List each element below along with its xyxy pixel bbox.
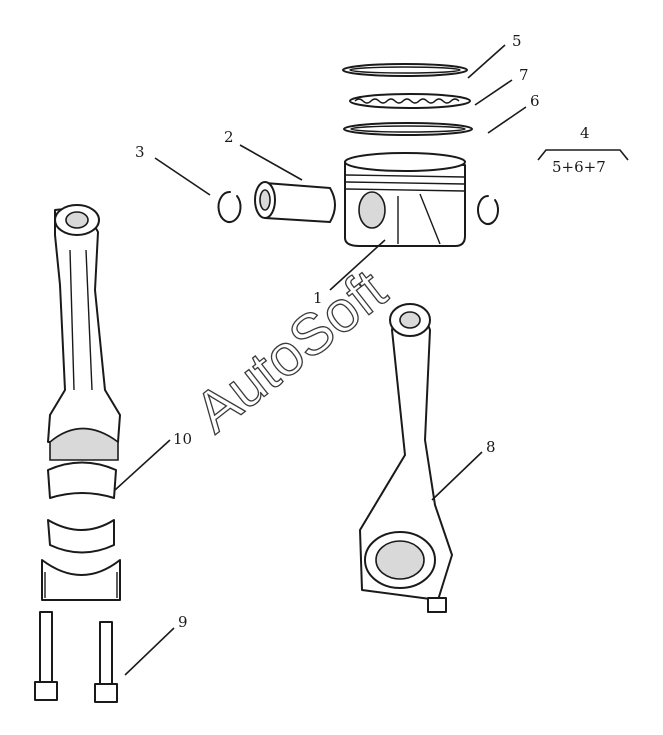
callout-6: 6 [530, 92, 540, 110]
leader-9 [124, 627, 175, 676]
callout-7: 7 [519, 66, 529, 84]
leader-2 [239, 144, 303, 181]
callout-5: 5 [512, 32, 522, 50]
bearing-shell-lower [47, 519, 115, 554]
connecting-rod-assembled [359, 303, 453, 613]
leader-7 [474, 79, 513, 106]
callout-3: 3 [135, 143, 145, 161]
leader-6 [487, 106, 527, 134]
leader-1 [329, 239, 386, 291]
piston [344, 152, 466, 247]
watermark-text: AutoSoft [183, 257, 398, 445]
circlip-right [477, 195, 499, 225]
callout-4-formula: 5+6+7 [552, 158, 606, 176]
rod-bolt-right [94, 621, 118, 703]
leader-10 [114, 439, 171, 491]
bracket-4 [537, 149, 629, 161]
piston-ring-5 [342, 63, 468, 77]
rod-bolt-left [34, 611, 58, 701]
piston-ring-6 [343, 122, 473, 136]
bearing-shell-upper [47, 461, 117, 499]
callout-8: 8 [486, 438, 496, 456]
callout-9: 9 [178, 613, 188, 631]
callout-1: 1 [313, 289, 323, 307]
callout-2: 2 [224, 128, 234, 146]
leader-8 [431, 451, 483, 501]
callout-4: 4 [580, 124, 590, 142]
piston-pin [254, 181, 336, 223]
rod-cap [41, 559, 121, 601]
leader-3 [154, 157, 211, 196]
callout-10: 10 [173, 430, 192, 448]
piston-ring-7 [349, 93, 471, 109]
circlip-left [217, 190, 242, 223]
leader-5 [467, 44, 506, 79]
connecting-rod-exploded [47, 204, 121, 461]
